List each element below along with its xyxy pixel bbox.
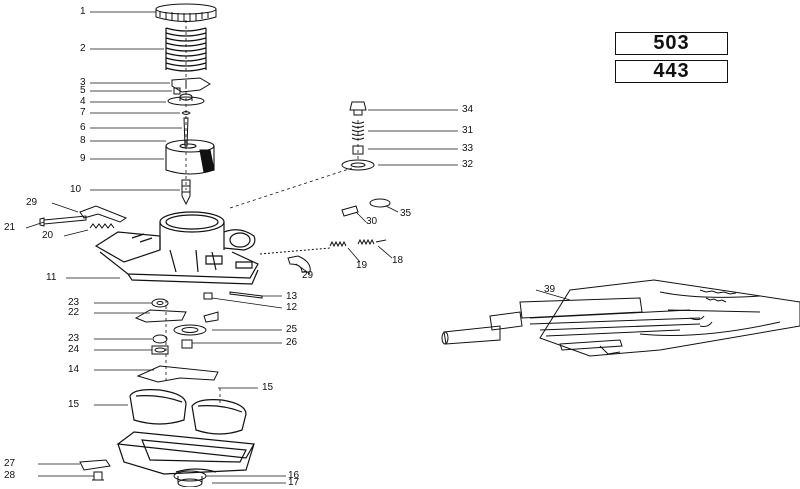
needle-retainer-parts — [167, 77, 211, 115]
callout-29-left: 29 — [26, 197, 38, 208]
callout-14: 14 — [68, 364, 80, 375]
callout-15-left: 15 — [68, 399, 80, 410]
callout-10: 10 — [70, 184, 82, 195]
callout-5: 5 — [80, 85, 86, 96]
throttle-slide — [165, 139, 215, 175]
callout-26: 26 — [286, 337, 298, 348]
float-arm — [136, 365, 219, 383]
model-503-box: 503 — [615, 32, 728, 55]
tool-kit — [441, 279, 800, 357]
left-small-parts — [39, 205, 128, 229]
carburetor-body — [94, 211, 259, 285]
callout-9: 9 — [80, 153, 86, 164]
callout-32: 32 — [462, 159, 474, 170]
needle-jet — [181, 179, 191, 206]
callout-39: 39 — [544, 284, 556, 295]
callout-13: 13 — [286, 291, 298, 302]
callout-7: 7 — [80, 107, 86, 118]
callout-1: 1 — [80, 6, 86, 17]
callout-28: 28 — [4, 470, 16, 481]
floats — [129, 389, 247, 435]
callout-19: 19 — [356, 260, 368, 271]
leader-lines — [25, 11, 571, 484]
callout-4: 4 — [80, 96, 86, 107]
callout-27: 27 — [4, 458, 16, 469]
callout-8: 8 — [80, 135, 86, 146]
throttle-spring — [165, 27, 207, 72]
callout-21: 21 — [4, 222, 16, 233]
callout-2: 2 — [80, 43, 86, 54]
callout-25: 25 — [286, 324, 298, 335]
callout-34: 34 — [462, 104, 474, 115]
callout-23-lower: 23 — [68, 333, 80, 344]
callout-22: 22 — [68, 307, 80, 318]
callout-18: 18 — [392, 255, 404, 266]
callout-11: 11 — [46, 272, 57, 283]
callout-16: 16 — [288, 470, 300, 481]
pilot-springs — [259, 238, 387, 273]
float-needle-parts — [173, 311, 219, 349]
jet-needle — [183, 117, 189, 147]
callout-6: 6 — [80, 122, 86, 133]
carburetor-cap — [155, 3, 217, 22]
bowl-screw — [79, 459, 111, 481]
callout-20: 20 — [42, 230, 54, 241]
callout-35: 35 — [400, 208, 412, 219]
idle-screw-parts — [341, 101, 375, 171]
drain-plug — [173, 470, 207, 487]
callout-23-upper: 23 — [68, 297, 80, 308]
lower-jet-stack — [134, 298, 187, 355]
callout-3: 3 — [80, 77, 86, 88]
model-443-box: 443 — [615, 60, 728, 83]
callout-29-right: 29 — [302, 270, 314, 281]
callout-15-right: 15 — [262, 382, 274, 393]
callout-12: 12 — [286, 302, 298, 313]
callout-24: 24 — [68, 344, 80, 355]
callout-30: 30 — [366, 216, 378, 227]
callout-31: 31 — [462, 125, 474, 136]
air-screw-parts — [341, 198, 391, 217]
callout-33: 33 — [462, 143, 474, 154]
callout-17: 17 — [288, 477, 300, 488]
main-jet — [203, 291, 263, 300]
float-bowl — [116, 431, 255, 475]
